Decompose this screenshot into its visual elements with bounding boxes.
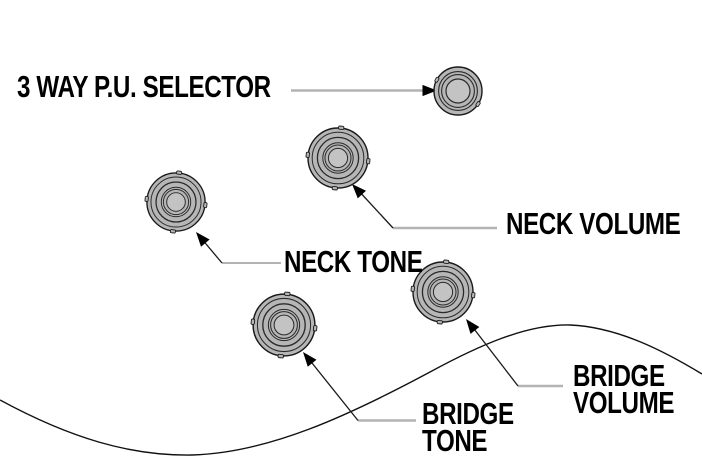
bridge-tone-arrow [298,348,416,422]
neck-volume-arrow [347,180,497,230]
bridge-volume-arrow [461,315,563,388]
neck-volume-label: NECK VOLUME [506,206,681,241]
bridge-volume-label: BRIDGE VOLUME [573,358,675,420]
bridge-tone-label-line2: TONE [422,423,488,458]
bridge-volume-label-line1: BRIDGE [573,358,665,393]
neck-volume-knob [305,125,371,191]
neck-tone-arrow [191,228,281,264]
neck-tone-knob [144,170,208,234]
bridge-tone-knob [250,291,318,359]
selector-label: 3 WAY P.U. SELECTOR [17,69,271,104]
arrow-head-icon [191,228,210,247]
bridge-volume-label-line2: VOLUME [573,385,675,420]
3-way-pickup-selector-knob [433,66,483,116]
arrow-head-icon [461,315,480,334]
bridge-tone-label: BRIDGE TONE [422,396,514,458]
bridge-tone-label-line1: BRIDGE [422,396,514,431]
guitar-body-outline [0,324,702,456]
neck-tone-label: NECK TONE [284,244,423,279]
selector-arrow [291,84,437,97]
